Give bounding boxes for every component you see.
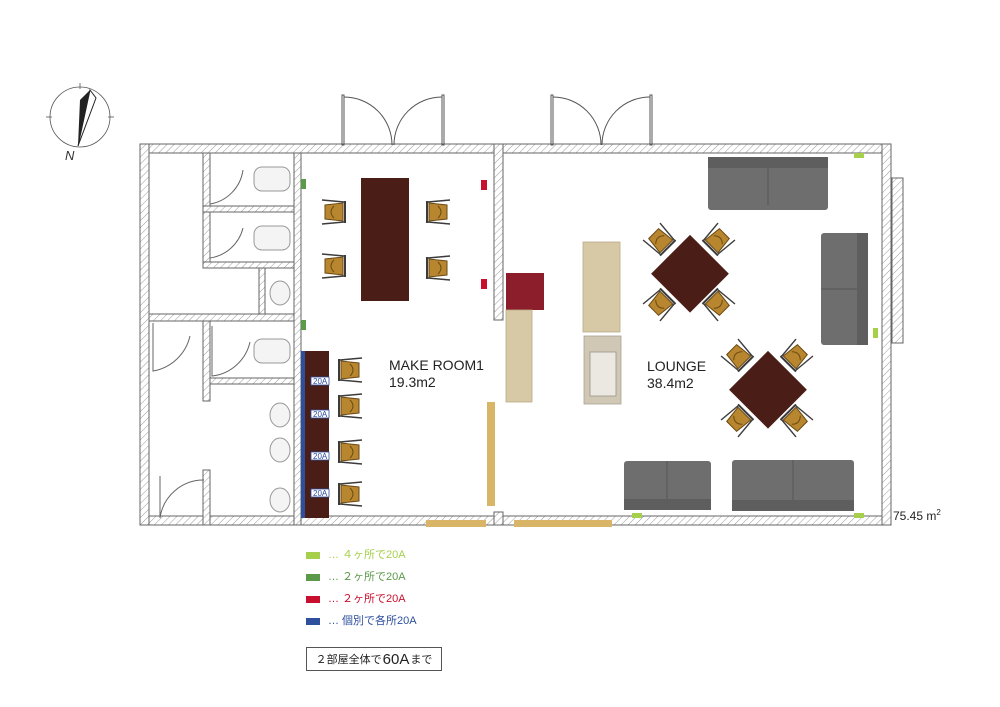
- interior-doors: [152, 158, 251, 519]
- compass-icon: [46, 83, 114, 148]
- legend-swatch: [306, 618, 320, 625]
- outlets-red: [481, 180, 487, 289]
- toilet-fixtures: [253, 166, 291, 513]
- vanity-outlets: 20A 20A 20A 20A: [310, 376, 330, 498]
- vanity-chairs: [338, 357, 363, 507]
- outlet-label: 20A: [313, 410, 328, 419]
- entrance-door-right: [550, 94, 653, 146]
- electric-legend: … ４ヶ所で20A … ２ヶ所で20A … ２ヶ所で20A … 個別で各所20A: [306, 548, 506, 636]
- note-prefix: ２部屋全体で: [315, 654, 382, 666]
- total-area: 75.45 m2: [893, 508, 941, 523]
- lounge-counter-left: [505, 309, 533, 403]
- legend-item: … ４ヶ所で20A: [306, 548, 506, 570]
- room-name: LOUNGE: [647, 358, 707, 374]
- total-area-value: 75.45 m: [893, 509, 937, 523]
- building-walls: [139, 143, 904, 526]
- total-area-unit: 2: [936, 508, 941, 517]
- legend-text: … ２ヶ所で20A: [328, 593, 406, 605]
- room-area: 19.3m2: [389, 374, 436, 390]
- outlet-label: 20A: [313, 489, 328, 498]
- compass-north-label: N: [65, 148, 75, 163]
- note-suffix: まで: [410, 654, 433, 666]
- sofa-top: [708, 157, 828, 210]
- legend-item: … ２ヶ所で20A: [306, 570, 506, 592]
- legend-item: … ２ヶ所で20A: [306, 592, 506, 614]
- window-sill: [514, 520, 612, 527]
- room-area: 38.4m2: [647, 375, 694, 391]
- vanity-outlet-strip: [301, 351, 305, 518]
- make-room-label: MAKE ROOM1 19.3m2: [389, 357, 484, 391]
- room-name: MAKE ROOM1: [389, 357, 484, 373]
- lounge-counter: [582, 241, 621, 333]
- lounge-label: LOUNGE 38.4m2: [647, 358, 706, 392]
- sofa-right: [821, 233, 868, 345]
- sofa-bottom-right: [732, 460, 854, 511]
- red-cabinet: [506, 273, 544, 310]
- lounge-table-lower: [729, 350, 807, 429]
- make-room-table: [361, 178, 409, 301]
- legend-swatch: [306, 574, 320, 581]
- sink-counter: [583, 335, 622, 405]
- note-amount: 60A: [382, 650, 410, 668]
- outlet-label: 20A: [313, 452, 328, 461]
- legend-text: … ２ヶ所で20A: [328, 571, 406, 583]
- outlet-label: 20A: [313, 377, 328, 386]
- lounge-table-upper: [651, 234, 729, 313]
- legend-text: … 個別で各所20A: [328, 615, 417, 627]
- outlets-green: [301, 179, 306, 330]
- window-sill: [426, 520, 486, 527]
- legend-text: … ４ヶ所で20A: [328, 549, 406, 561]
- legend-swatch: [306, 596, 320, 603]
- entrance-door-left: [341, 94, 445, 146]
- outlets-light-green: [632, 153, 878, 518]
- sofa-bottom-left: [624, 461, 711, 510]
- legend-item: … 個別で各所20A: [306, 614, 506, 636]
- legend-swatch: [306, 552, 320, 559]
- window-sill: [487, 402, 495, 506]
